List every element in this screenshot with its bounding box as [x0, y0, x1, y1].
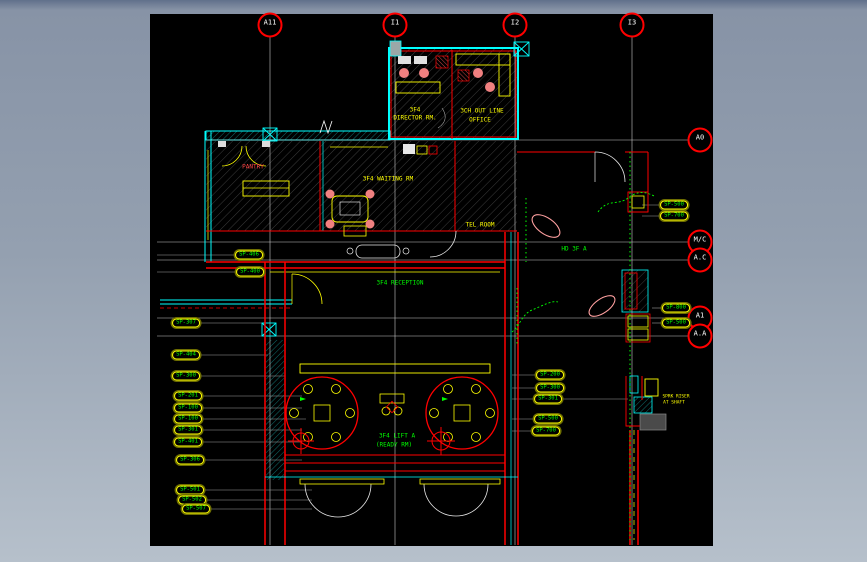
- room-label-director: DIRECTOR RM.: [393, 114, 437, 122]
- grid-marker-label: A11: [263, 18, 277, 27]
- grid-marker-label: A.A: [693, 329, 707, 338]
- sp-tag: SP-200: [536, 370, 564, 380]
- sp-tag: SP-500: [534, 414, 562, 424]
- note-riser-line2: AT SHAFT: [663, 400, 685, 406]
- room-label-lift: 3F4 LIFT A: [378, 432, 416, 440]
- sp-tag: SP-500: [662, 318, 690, 328]
- sp-tag-label: SP-500: [538, 415, 558, 422]
- sp-tag-label: SP-301: [178, 426, 198, 433]
- sp-tag: SP-500: [660, 200, 688, 210]
- grid-marker-aa: A.A: [687, 323, 713, 349]
- sp-tag-label: SP-507: [186, 505, 206, 512]
- sp-tag-label: SP-300: [176, 372, 196, 379]
- sp-tag: SP-306: [176, 455, 204, 465]
- sp-tag: SP-404: [172, 350, 200, 360]
- sp-tag-label: SP-501: [180, 486, 200, 493]
- sp-tag: SP-700: [660, 211, 688, 221]
- sp-tag: SP-301: [174, 425, 202, 435]
- cad-canvas[interactable]: [150, 14, 713, 546]
- grid-marker-ac: A.C: [687, 247, 713, 273]
- sp-tag: SP-800: [662, 303, 690, 313]
- room-label-pantry: PANTRY: [242, 163, 264, 171]
- sp-tag-label: SP-400: [240, 268, 260, 275]
- room-label-tel-room: TEL ROOM: [465, 221, 495, 229]
- room-label-floor: 3F4: [409, 106, 421, 114]
- sp-tag: SP-501: [176, 485, 204, 495]
- sp-tag-label: SP-800: [666, 304, 686, 311]
- sp-tag-label: SP-700: [664, 212, 684, 219]
- sp-tag-label: SP-300: [540, 384, 560, 391]
- sp-tag: SP-307: [172, 318, 200, 328]
- grid-marker-label: I3: [627, 18, 637, 27]
- grid-marker-label: A.C: [693, 253, 707, 262]
- grid-marker-label: I1: [390, 18, 400, 27]
- grid-marker-a11: A11: [257, 12, 283, 38]
- grid-marker-i3: I3: [619, 12, 645, 38]
- sp-tag-label: SP-100: [178, 404, 198, 411]
- sp-tag: SP-502: [178, 495, 206, 505]
- sp-tag: SP-700: [532, 426, 560, 436]
- room-label-office: OFFICE: [469, 116, 491, 124]
- room-label-reception: 3F4 RECEPTION: [376, 279, 424, 287]
- sp-tag-label: SP-201: [178, 392, 198, 399]
- sp-tag: SP-300: [172, 371, 200, 381]
- sp-tag-label: SP-404: [176, 351, 196, 358]
- sp-tag: SP-400: [236, 267, 264, 277]
- sp-tag: SP-300: [536, 383, 564, 393]
- room-label-ready: (READY RM): [375, 441, 413, 449]
- sp-tag: SP-406: [235, 250, 263, 260]
- grid-marker-label: A0: [695, 133, 705, 142]
- sp-tag-label: SP-200: [540, 371, 560, 378]
- sp-tag: SP-401: [174, 437, 202, 447]
- sp-tag-label: SP-700: [536, 427, 556, 434]
- sp-tag-label: SP-500: [666, 319, 686, 326]
- sp-tag-label: SP-301: [538, 395, 558, 402]
- grid-marker-i1: I1: [382, 12, 408, 38]
- grid-marker-i2: I2: [502, 12, 528, 38]
- sp-tag-label: SP-502: [182, 496, 202, 503]
- sp-tag-label: SP-307: [176, 319, 196, 326]
- grid-marker-a0: A0: [687, 127, 713, 153]
- room-label-waiting: 3F4 WAITING RM: [362, 175, 414, 183]
- grid-marker-label: M/C: [693, 235, 707, 244]
- sp-tag-label: SP-401: [178, 438, 198, 445]
- sp-tag: SP-301: [534, 394, 562, 404]
- sp-tag-label: SP-406: [239, 251, 259, 258]
- sp-tag-label: SP-500: [664, 201, 684, 208]
- grid-marker-label: I2: [510, 18, 520, 27]
- sp-tag-label: SP-100: [178, 415, 198, 422]
- room-label-hd: HD 3F A: [561, 245, 587, 253]
- note-riser-line1: SPRK RISER: [662, 394, 690, 400]
- sp-tag: SP-100: [174, 414, 202, 424]
- sp-tag: SP-201: [174, 391, 202, 401]
- sp-tag-label: SP-306: [180, 456, 200, 463]
- grid-marker-label: A1: [695, 311, 705, 320]
- sp-tag: SP-507: [182, 504, 210, 514]
- room-label-outline: 3CH OUT LINE: [460, 107, 504, 115]
- sp-tag: SP-100: [174, 403, 202, 413]
